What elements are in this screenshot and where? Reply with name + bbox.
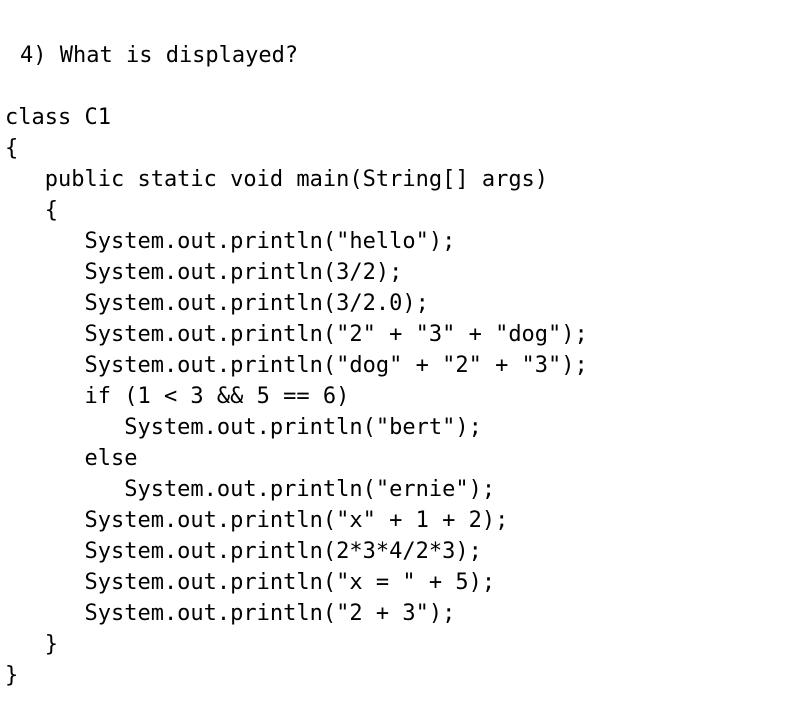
code-line-print-dog23: System.out.println("dog" + "2" + "3"); xyxy=(5,353,588,378)
code-line-print-int-division: System.out.println(3/2); xyxy=(5,260,403,285)
code-line-print-x-equals: System.out.println("x = " + 5); xyxy=(5,570,496,595)
code-line-print-double-division: System.out.println(3/2.0); xyxy=(5,291,429,316)
code-line-print-bert: System.out.println("bert"); xyxy=(5,415,482,440)
code-line-print-ernie: System.out.println("ernie"); xyxy=(5,477,496,502)
code-line-main-close-brace: } xyxy=(5,632,58,657)
code-line-print-string-2plus3: System.out.println("2 + 3"); xyxy=(5,601,456,626)
code-line-print-arithmetic: System.out.println(2*3*4/2*3); xyxy=(5,539,482,564)
code-line-main-signature: public static void main(String[] args) xyxy=(5,167,549,192)
code-line-class-declaration: class C1 xyxy=(5,105,111,130)
code-line-print-hello: System.out.println("hello"); xyxy=(5,229,456,254)
code-line-else: else xyxy=(5,446,138,471)
code-block: class C1 { public static void main(Strin… xyxy=(5,102,588,691)
question-heading: 4) What is displayed? xyxy=(20,43,299,68)
code-line-if-condition: if (1 < 3 && 5 == 6) xyxy=(5,384,350,409)
code-line-print-x12: System.out.println("x" + 1 + 2); xyxy=(5,508,509,533)
code-line-class-open-brace: { xyxy=(5,136,19,161)
code-line-main-open-brace: { xyxy=(5,198,58,223)
code-line-class-close-brace: } xyxy=(5,663,19,688)
code-line-print-23dog: System.out.println("2" + "3" + "dog"); xyxy=(5,322,588,347)
